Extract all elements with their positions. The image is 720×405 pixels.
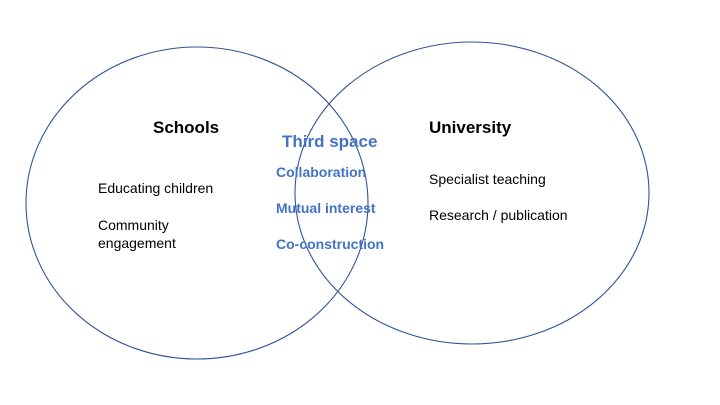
schools-circle	[25, 46, 369, 360]
third-space-item-mutual-interest: Mutual interest	[276, 200, 376, 216]
university-circle	[294, 41, 650, 345]
university-title: University	[429, 118, 512, 137]
university-item-research-publication: Research / publication	[429, 207, 568, 223]
third-space-item-co-construction: Co-construction	[276, 236, 385, 252]
schools-title: Schools	[153, 118, 220, 137]
university-item-specialist-teaching: Specialist teaching	[429, 171, 546, 187]
schools-item-educating-children: Educating children	[98, 180, 214, 196]
third-space-title: Third space	[282, 132, 378, 151]
schools-item-community-engagement: Community engagement	[98, 217, 176, 251]
third-space-item-collaboration: Collaboration	[276, 164, 367, 180]
